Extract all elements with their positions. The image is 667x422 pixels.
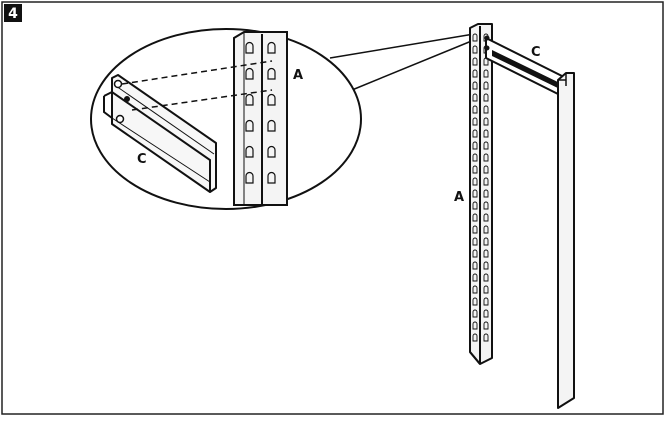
keyhole-slot bbox=[472, 189, 478, 198]
keyhole-slot bbox=[472, 57, 478, 66]
keyhole-slot bbox=[472, 285, 478, 294]
keyhole-slot bbox=[483, 285, 489, 294]
keyhole-slot bbox=[483, 261, 489, 270]
keyhole-slot bbox=[472, 81, 478, 90]
keyhole-slot bbox=[483, 141, 489, 150]
keyhole-slot bbox=[483, 297, 489, 306]
detail-label-beam: C bbox=[137, 152, 147, 167]
keyhole-slot bbox=[483, 273, 489, 282]
keyhole-slot bbox=[472, 105, 478, 114]
keyhole-slot bbox=[483, 117, 489, 126]
keyhole-slot bbox=[483, 69, 489, 78]
main-label-beam: C bbox=[531, 45, 541, 60]
keyhole-slot bbox=[472, 177, 478, 186]
keyhole-slot bbox=[472, 165, 478, 174]
detail-callout: A C bbox=[90, 28, 475, 210]
keyhole-slot bbox=[472, 297, 478, 306]
keyhole-slot bbox=[472, 321, 478, 330]
keyhole-slot bbox=[472, 333, 478, 342]
keyhole-slot bbox=[472, 45, 478, 54]
zoomed-beam bbox=[103, 74, 217, 193]
keyhole-slot bbox=[472, 141, 478, 150]
keyhole-slot bbox=[472, 129, 478, 138]
main-label-upright: A bbox=[454, 190, 464, 205]
keyhole-slot bbox=[472, 117, 478, 126]
second-upright bbox=[557, 72, 575, 409]
step-number: 4 bbox=[8, 6, 18, 22]
beam-hook-middle bbox=[124, 96, 130, 102]
alignment-line-lower bbox=[131, 89, 273, 111]
keyhole-slot bbox=[483, 165, 489, 174]
keyhole-slot bbox=[483, 129, 489, 138]
keyhole-slot bbox=[483, 309, 489, 318]
upright-slots bbox=[472, 33, 489, 342]
step-badge bbox=[4, 4, 22, 22]
upright-post bbox=[469, 23, 493, 365]
keyhole-slot bbox=[472, 33, 478, 42]
keyhole-slot bbox=[483, 177, 489, 186]
keyhole-slot bbox=[472, 237, 478, 246]
main-assembly: A C bbox=[454, 23, 575, 409]
keyhole-slot bbox=[472, 309, 478, 318]
beam-hook-lower bbox=[115, 114, 125, 124]
keyhole-slot bbox=[483, 93, 489, 102]
keyhole-slot bbox=[472, 273, 478, 282]
keyhole-slot bbox=[483, 333, 489, 342]
zoomed-upright bbox=[233, 31, 288, 206]
keyhole-slot bbox=[472, 93, 478, 102]
keyhole-slot bbox=[483, 153, 489, 162]
keyhole-slot bbox=[472, 213, 478, 222]
callout-pointer-lower bbox=[351, 39, 475, 91]
keyhole-slot bbox=[483, 321, 489, 330]
keyhole-slot bbox=[483, 237, 489, 246]
keyhole-slot bbox=[472, 153, 478, 162]
keyhole-slot bbox=[472, 261, 478, 270]
keyhole-slot bbox=[483, 201, 489, 210]
keyhole-slot bbox=[483, 249, 489, 258]
keyhole-slot bbox=[483, 189, 489, 198]
keyhole-slot bbox=[483, 81, 489, 90]
beam-hook-upper bbox=[113, 79, 123, 89]
keyhole-slot bbox=[472, 201, 478, 210]
magnifier-ellipse bbox=[90, 28, 362, 210]
keyhole-slot bbox=[483, 213, 489, 222]
keyhole-slot bbox=[483, 105, 489, 114]
keyhole-slot bbox=[472, 69, 478, 78]
keyhole-slot bbox=[472, 249, 478, 258]
detail-label-upright: A bbox=[293, 68, 303, 83]
keyhole-slot bbox=[472, 225, 478, 234]
callout-pointer-upper bbox=[329, 33, 475, 59]
keyhole-slot bbox=[483, 225, 489, 234]
alignment-line-upper bbox=[121, 60, 273, 85]
